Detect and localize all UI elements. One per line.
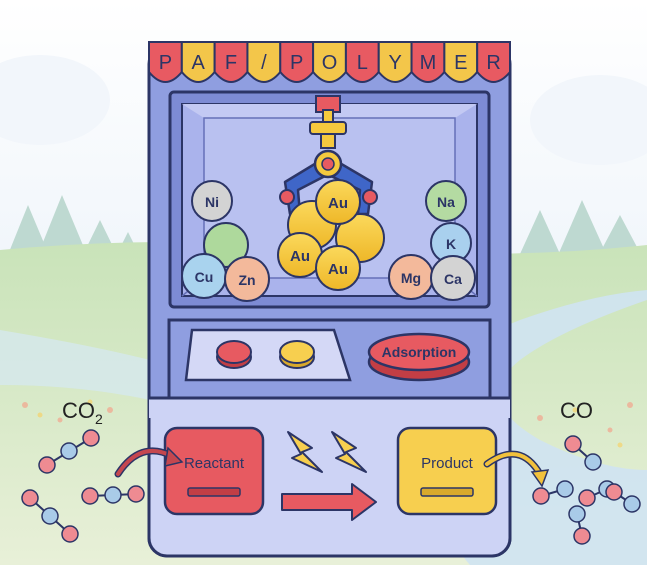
svg-text:Ca: Ca	[444, 271, 462, 287]
banner-segment: /	[246, 41, 282, 83]
reactant-box: Reactant	[163, 426, 265, 516]
banner-letter: Y	[388, 52, 401, 74]
banner-letter: P	[290, 52, 303, 74]
svg-text:Au: Au	[328, 261, 348, 278]
banner-letter: /	[261, 52, 267, 74]
outlet-curved-arrow-icon	[483, 450, 550, 488]
banner-segment: P	[279, 41, 315, 83]
banner-segment: R	[476, 41, 511, 83]
svg-text:Zn: Zn	[238, 272, 255, 288]
right-metal-balls: Na K Mg Ca	[388, 180, 476, 301]
banner-segment: Y	[377, 41, 413, 83]
svg-text:Mg: Mg	[401, 270, 421, 286]
svg-text:Ni: Ni	[205, 194, 219, 210]
metal-ball-au-1: Au	[328, 195, 348, 212]
banner-letter: R	[486, 52, 500, 74]
metal-ball-na: Na	[425, 180, 467, 222]
banner-segment: F	[213, 41, 249, 83]
co2-label: CO2	[62, 398, 103, 427]
banner-letter: A	[192, 52, 206, 74]
co-molecules	[532, 435, 641, 545]
metal-ball-cu: Cu	[181, 253, 227, 299]
banner-segment: P	[148, 41, 183, 83]
co2-molecules	[21, 429, 145, 543]
product-label: Product	[421, 455, 474, 472]
svg-text:Au: Au	[328, 195, 348, 212]
metal-ball-ca: Ca	[430, 255, 476, 301]
left-metal-balls: Ni Cu Zn	[181, 180, 270, 302]
banner-letter: E	[454, 52, 467, 74]
banner-segment: E	[443, 41, 479, 83]
banner-segment: O	[312, 41, 347, 83]
adsorption-button[interactable]: Adsorption	[367, 332, 471, 382]
metal-ball-zn: Zn	[224, 256, 270, 302]
metal-ball-mg: Mg	[388, 254, 434, 300]
metal-ball-au-3: Au	[328, 261, 348, 278]
banner-segment: A	[180, 41, 216, 83]
gold-nanoparticle-cluster: Au Au Au	[277, 179, 385, 291]
metal-ball-ni: Ni	[191, 180, 233, 222]
svg-text:Cu: Cu	[195, 269, 214, 285]
banner-segment: L	[344, 41, 380, 83]
co-label: CO	[560, 398, 593, 423]
yellow-control-button[interactable]	[279, 340, 315, 369]
banner-letter: O	[322, 52, 338, 74]
process-arrow-icon	[281, 483, 377, 521]
metal-ball-au-2: Au	[290, 248, 310, 265]
banner-segment: M	[410, 41, 446, 83]
inlet-curved-arrow-icon	[114, 446, 184, 478]
red-control-button[interactable]	[216, 340, 252, 369]
svg-text:Au: Au	[290, 248, 310, 265]
banner-letter: L	[357, 52, 368, 74]
reactant-label: Reactant	[184, 455, 245, 472]
banner-letter: F	[225, 52, 237, 74]
svg-text:K: K	[446, 236, 456, 252]
lightning-bolt-icon	[287, 431, 367, 473]
banner-letter: P	[159, 52, 172, 74]
svg-text:Na: Na	[437, 194, 455, 210]
banner-letter: M	[420, 52, 437, 74]
adsorption-label: Adsorption	[382, 344, 457, 360]
product-box: Product	[396, 426, 498, 516]
